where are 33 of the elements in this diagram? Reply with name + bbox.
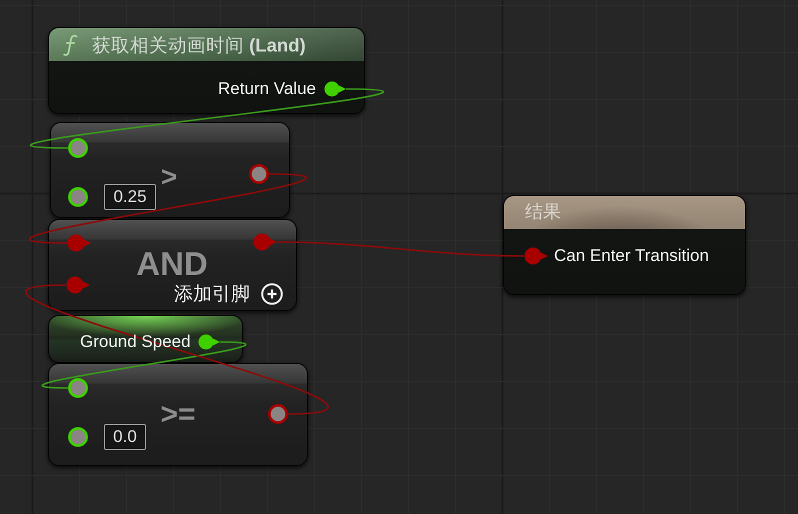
wire <box>30 173 306 244</box>
variable-name: Ground Speed <box>80 332 191 352</box>
operator-node <box>48 363 308 466</box>
wire <box>276 241 524 257</box>
wire <box>26 284 328 415</box>
result-node <box>503 195 746 295</box>
pin-label: Return Value <box>218 79 316 99</box>
output-pin <box>198 334 220 350</box>
function-node <box>48 27 365 114</box>
pin-label: Can Enter Transition <box>554 246 709 266</box>
output-pin <box>249 164 269 184</box>
number-field: 0.25 <box>104 184 156 210</box>
input-pin <box>67 234 91 252</box>
output-pin <box>268 404 288 424</box>
variable-node <box>48 315 243 363</box>
operator-node <box>48 219 297 311</box>
operator-node <box>50 122 290 218</box>
input-pin <box>68 427 88 447</box>
input-pin <box>68 187 88 207</box>
operator-label: > <box>160 160 178 194</box>
number-field: 0.0 <box>104 424 146 450</box>
input-pin <box>68 378 88 398</box>
input-pin <box>66 276 90 294</box>
operator-label: >= <box>160 398 196 432</box>
wire <box>43 341 245 389</box>
input-pin <box>68 138 88 158</box>
output-pin <box>253 233 277 251</box>
operator-label: AND <box>136 245 208 283</box>
input-pin <box>524 247 548 265</box>
output-pin <box>324 81 346 97</box>
node-title: 获取相关动画时间 (Land) <box>92 34 306 56</box>
node-title: 结果 <box>525 202 561 222</box>
add-pin-label: 添加引脚 <box>174 284 250 306</box>
